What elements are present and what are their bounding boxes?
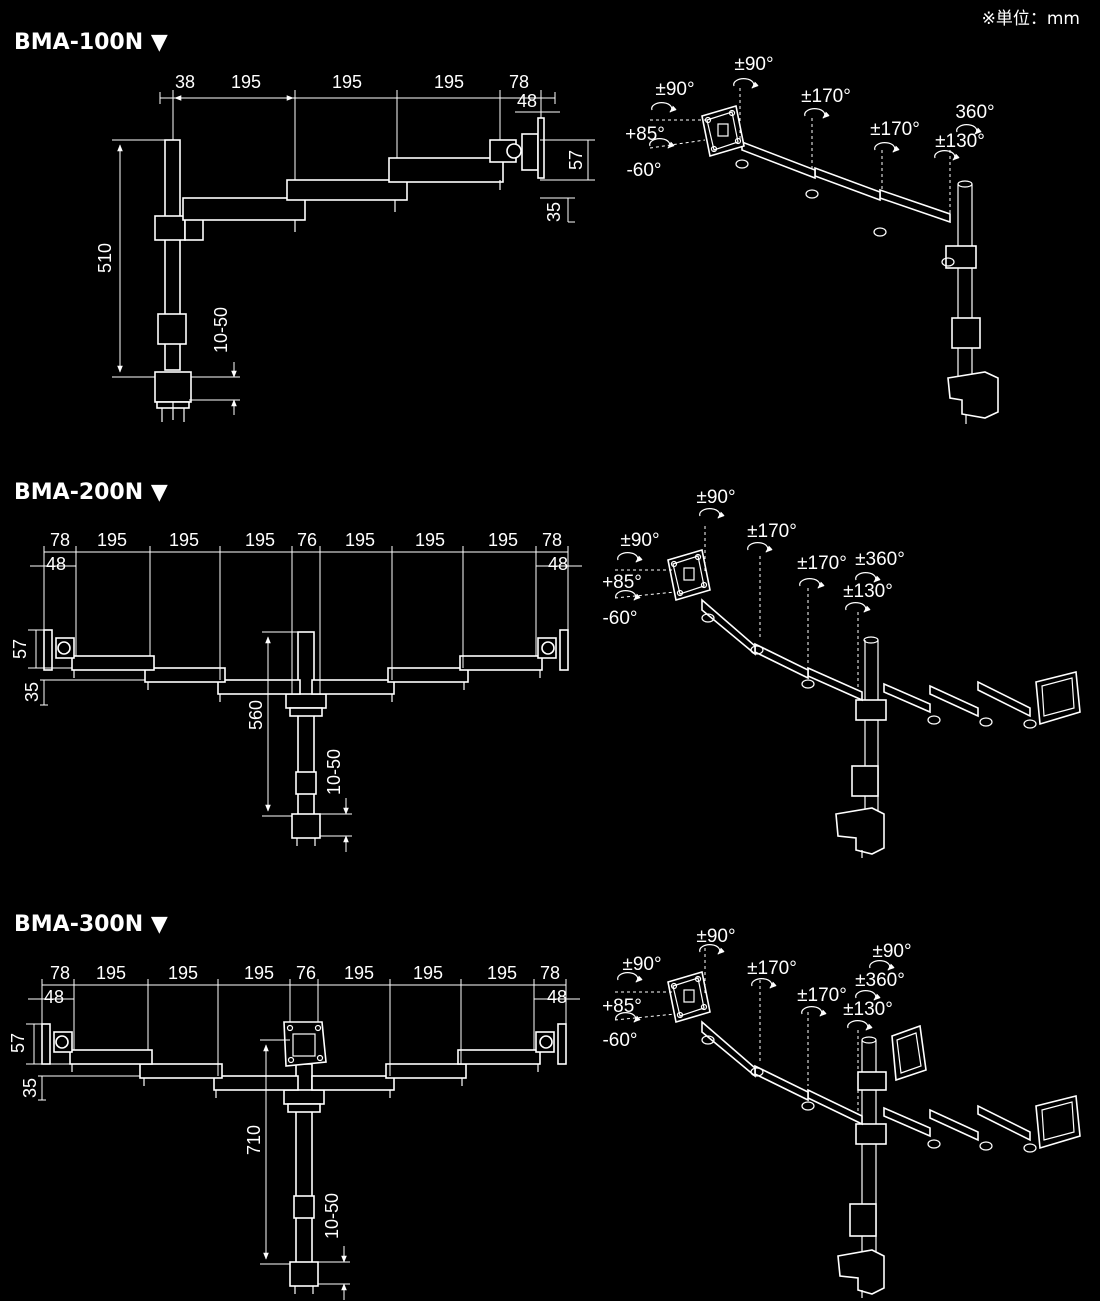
svg-text:-60°: -60° bbox=[626, 160, 661, 181]
model-title: BMA-200N ▼ bbox=[14, 480, 168, 505]
svg-text:10-50: 10-50 bbox=[322, 1193, 342, 1239]
svg-text:48: 48 bbox=[44, 987, 64, 1007]
svg-text:±130°: ±130° bbox=[843, 581, 893, 602]
svg-text:±130°: ±130° bbox=[935, 131, 985, 152]
svg-text:57: 57 bbox=[10, 639, 30, 659]
svg-text:195: 195 bbox=[244, 963, 274, 983]
svg-text:195: 195 bbox=[169, 530, 199, 550]
front-view-dimensions: 78 195 195 195 76 195 195 195 78 48 48 5… bbox=[8, 963, 580, 1300]
svg-text:+85°: +85° bbox=[625, 124, 665, 145]
svg-text:76: 76 bbox=[296, 963, 316, 983]
svg-text:±360°: ±360° bbox=[855, 549, 905, 570]
svg-text:±170°: ±170° bbox=[797, 985, 847, 1006]
model-bma-300n: BMA-300N ▼ bbox=[8, 912, 1081, 1300]
svg-text:57: 57 bbox=[566, 150, 586, 170]
svg-text:35: 35 bbox=[544, 202, 564, 222]
svg-text:195: 195 bbox=[488, 530, 518, 550]
svg-text:-60°: -60° bbox=[602, 1030, 637, 1051]
svg-text:48: 48 bbox=[548, 554, 568, 574]
svg-text:195: 195 bbox=[434, 72, 464, 92]
perspective-view: ±90° ±90° +85° -60° ±170° ±170° ±360° ±1… bbox=[602, 487, 1081, 858]
svg-text:76: 76 bbox=[297, 530, 317, 550]
front-view-drawing bbox=[43, 629, 569, 846]
svg-text:±90°: ±90° bbox=[696, 487, 735, 508]
svg-text:-60°: -60° bbox=[602, 608, 637, 629]
svg-text:195: 195 bbox=[344, 963, 374, 983]
svg-text:±90°: ±90° bbox=[620, 530, 659, 551]
svg-text:560: 560 bbox=[246, 700, 266, 730]
model-bma-200n: BMA-200N ▼ bbox=[10, 480, 1081, 858]
svg-text:195: 195 bbox=[413, 963, 443, 983]
svg-text:±170°: ±170° bbox=[797, 553, 847, 574]
svg-text:±90°: ±90° bbox=[696, 926, 735, 947]
svg-text:35: 35 bbox=[22, 682, 42, 702]
svg-text:195: 195 bbox=[96, 963, 126, 983]
svg-text:78: 78 bbox=[540, 963, 560, 983]
svg-text:±90°: ±90° bbox=[622, 954, 661, 975]
svg-text:35: 35 bbox=[20, 1078, 40, 1098]
svg-text:78: 78 bbox=[542, 530, 562, 550]
svg-text:360°: 360° bbox=[955, 102, 994, 123]
svg-text:48: 48 bbox=[517, 91, 537, 111]
svg-text:78: 78 bbox=[50, 963, 70, 983]
svg-text:195: 195 bbox=[332, 72, 362, 92]
svg-text:±90°: ±90° bbox=[872, 941, 911, 962]
svg-text:±90°: ±90° bbox=[655, 79, 694, 100]
svg-text:710: 710 bbox=[244, 1125, 264, 1155]
svg-text:10-50: 10-50 bbox=[211, 307, 231, 353]
svg-text:±170°: ±170° bbox=[870, 119, 920, 140]
svg-text:195: 195 bbox=[345, 530, 375, 550]
svg-text:195: 195 bbox=[487, 963, 517, 983]
svg-text:48: 48 bbox=[46, 554, 66, 574]
front-view-dimensions: 78 195 195 195 76 195 195 195 78 48 48 5… bbox=[10, 530, 582, 852]
front-view-drawing bbox=[154, 117, 545, 422]
svg-text:48: 48 bbox=[547, 987, 567, 1007]
svg-text:195: 195 bbox=[415, 530, 445, 550]
front-view-dimensions: 38 195 195 195 78 48 57 35 510 bbox=[95, 72, 595, 415]
svg-text:±170°: ±170° bbox=[801, 86, 851, 107]
svg-text:78: 78 bbox=[50, 530, 70, 550]
svg-text:+85°: +85° bbox=[602, 996, 642, 1017]
svg-text:195: 195 bbox=[168, 963, 198, 983]
unit-note: ※単位：mm bbox=[982, 9, 1080, 29]
svg-text:38: 38 bbox=[175, 72, 195, 92]
svg-text:195: 195 bbox=[245, 530, 275, 550]
svg-text:510: 510 bbox=[95, 243, 115, 273]
front-view-drawing bbox=[41, 1021, 567, 1294]
svg-text:±130°: ±130° bbox=[843, 999, 893, 1020]
svg-text:78: 78 bbox=[509, 72, 529, 92]
svg-text:195: 195 bbox=[231, 72, 261, 92]
svg-text:10-50: 10-50 bbox=[324, 749, 344, 795]
perspective-view: ±90° ±90° +85° -60° ±170° ±170° ±90° ±36… bbox=[602, 926, 1081, 1298]
svg-text:195: 195 bbox=[97, 530, 127, 550]
svg-text:+85°: +85° bbox=[602, 572, 642, 593]
svg-text:±360°: ±360° bbox=[855, 970, 905, 991]
perspective-view: ±90° ±90° +85° -60° ±170° ±170° 360° ±13… bbox=[625, 54, 999, 424]
model-title: BMA-100N ▼ bbox=[14, 30, 168, 55]
svg-text:57: 57 bbox=[8, 1033, 28, 1053]
svg-text:±90°: ±90° bbox=[734, 54, 773, 75]
model-bma-100n: BMA-100N ▼ bbox=[14, 30, 999, 424]
svg-text:±170°: ±170° bbox=[747, 958, 797, 979]
model-title: BMA-300N ▼ bbox=[14, 912, 168, 937]
svg-text:±170°: ±170° bbox=[747, 521, 797, 542]
